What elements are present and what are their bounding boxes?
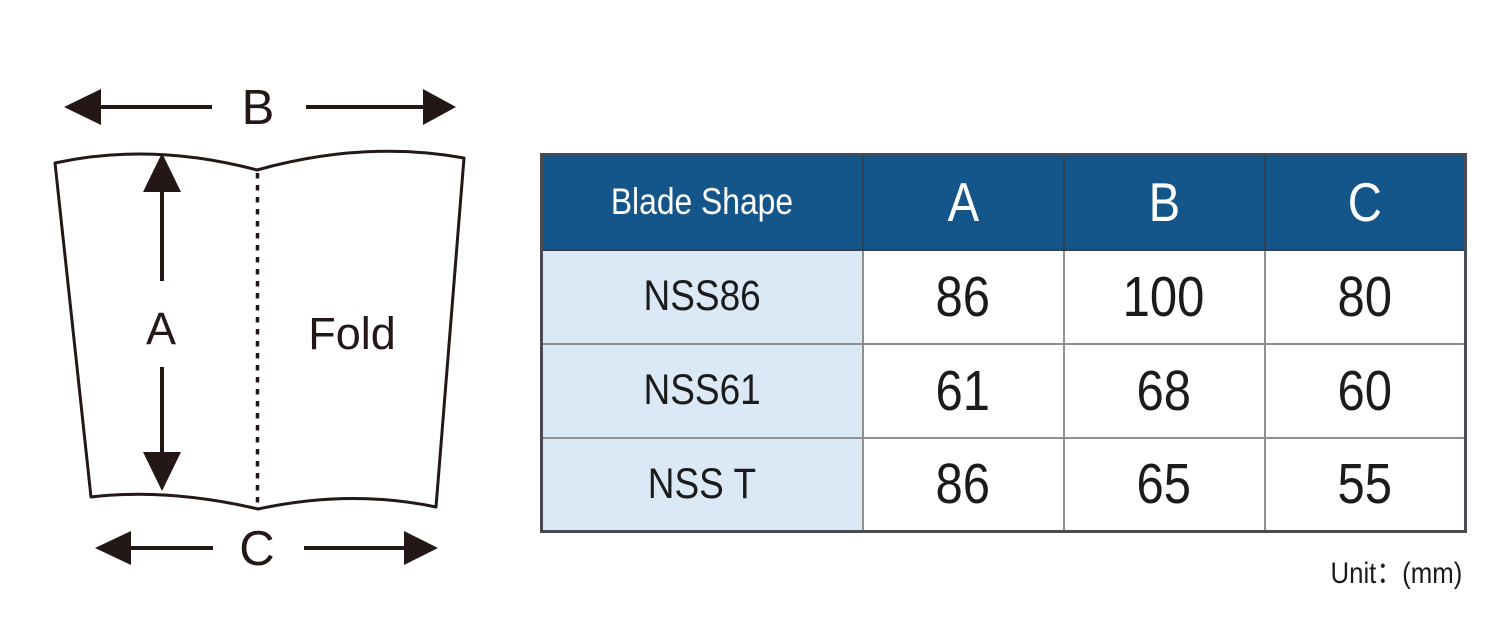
header-col-a: A: [861, 153, 1065, 251]
blade-dimension-table: Blade Shape A B C NSS86 86 100 80 NSS61 …: [540, 153, 1467, 533]
blade-outline: [53, 149, 466, 511]
blade-shape-svg: B A Fold C: [53, 81, 466, 576]
value-c: 80: [1263, 248, 1467, 345]
value-c: 60: [1263, 342, 1467, 439]
header-col-b: B: [1062, 153, 1266, 251]
value-b: 65: [1062, 436, 1266, 533]
header-blade-shape: Blade Shape: [540, 153, 864, 251]
dimension-arrow-b: [64, 89, 456, 125]
label-c: C: [239, 522, 274, 576]
value-a: 86: [861, 436, 1065, 533]
row-label: NSS T: [540, 436, 864, 533]
table-header-row: Blade Shape A B C: [540, 153, 1467, 251]
label-b: B: [242, 81, 275, 135]
table-row-nss86: NSS86 86 100 80: [540, 248, 1467, 345]
value-a: 86: [861, 248, 1065, 345]
label-a: A: [146, 303, 176, 354]
value-b: 68: [1062, 342, 1266, 439]
table-row-nss-t: NSS T 86 65 55: [540, 436, 1467, 533]
unit-label: Unit：(mm): [1330, 557, 1462, 590]
row-label: NSS86: [540, 248, 864, 345]
fold-label: Fold: [308, 308, 396, 359]
dimension-arrow-c: [95, 531, 438, 565]
value-a: 61: [861, 342, 1065, 439]
blade-shape-diagram: B A Fold C: [0, 0, 520, 634]
table-row-nss61: NSS61 61 68 60: [540, 342, 1467, 439]
dimension-arrow-a: [143, 153, 181, 491]
value-b: 100: [1062, 248, 1266, 345]
unit-note: Unit：(mm): [1160, 548, 1462, 592]
header-col-c: C: [1263, 153, 1467, 251]
value-c: 55: [1263, 436, 1467, 533]
row-label: NSS61: [540, 342, 864, 439]
